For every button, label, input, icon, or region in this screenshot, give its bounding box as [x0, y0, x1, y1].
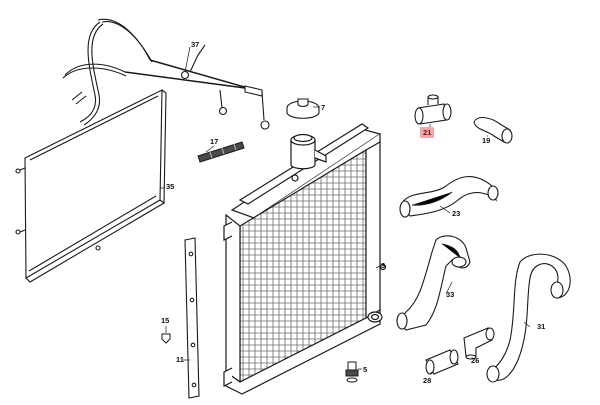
part-3-radiator [223, 123, 387, 395]
callout-11: 11 [176, 355, 184, 364]
callout-19: 19 [482, 136, 491, 145]
callout-26: 26 [471, 356, 480, 365]
part-5-drain-plug [345, 361, 359, 383]
callout-7: 7 [321, 103, 326, 112]
callout-5: 5 [363, 365, 368, 374]
part-11-side-strip [184, 237, 200, 399]
callout-23: 23 [452, 209, 461, 218]
part-19-short-hose [473, 116, 513, 144]
callout-28: 28 [423, 376, 432, 385]
part-21-thermostat-housing [414, 94, 452, 125]
part-7-radiator-cap [286, 98, 320, 119]
part-17-foam-strip [197, 141, 245, 163]
callout-15: 15 [161, 316, 170, 325]
callout-37: 37 [191, 40, 200, 49]
part-33-long-hose [396, 235, 471, 331]
callout-35: 35 [166, 182, 175, 191]
part-35-shroud-panel [15, 89, 167, 283]
callout-17: 17 [210, 137, 219, 146]
callout-21-highlighted[interactable]: 21 [420, 127, 435, 138]
part-28-short-hose [425, 349, 459, 375]
leader-lines [160, 46, 531, 375]
part-26-elbow-fitting [463, 327, 495, 360]
part-15-bolt [161, 333, 171, 344]
callout-3: 3 [381, 261, 386, 270]
part-37-cable-loom [62, 18, 270, 130]
callout-31: 31 [537, 322, 546, 331]
part-23-upper-hose [399, 176, 499, 218]
part-31-long-hose [486, 253, 571, 383]
callout-33: 33 [446, 290, 455, 299]
